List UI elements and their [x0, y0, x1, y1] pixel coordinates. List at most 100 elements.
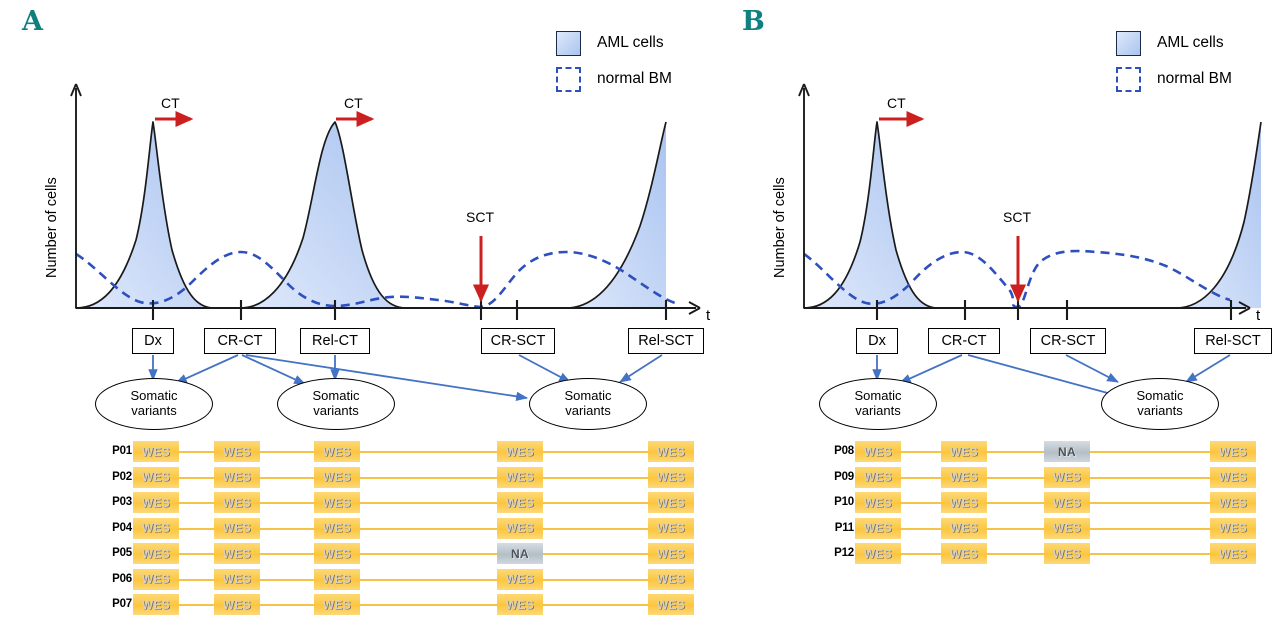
grid-cell-wes[interactable]: WES	[314, 492, 360, 513]
timeline-connector	[901, 476, 941, 479]
grid-cell-wes[interactable]: WES	[855, 441, 901, 462]
grid-cell-wes[interactable]: WES	[648, 441, 694, 462]
timeline-connector	[543, 502, 648, 504]
grid-cell-wes[interactable]: WES	[1210, 492, 1256, 513]
grid-cell-wes[interactable]: WES	[133, 543, 179, 564]
grid-cell-wes[interactable]: WES	[214, 568, 260, 590]
grid-cell-wes[interactable]: WES	[314, 568, 360, 590]
grid-cell-wes[interactable]: WES	[1044, 543, 1090, 564]
grid-cell-wes[interactable]: WES	[497, 517, 543, 539]
grid-cell-wes[interactable]: WES	[214, 466, 260, 488]
grid-cell-wes[interactable]: WES	[648, 594, 694, 615]
grid-cell-wes[interactable]: WES	[941, 492, 987, 513]
grid-cell-wes[interactable]: WES	[941, 466, 987, 488]
timeline-connector	[179, 502, 214, 504]
grid-cell-wes[interactable]: WES	[133, 441, 179, 462]
grid-cell-wes[interactable]: WES	[214, 543, 260, 564]
grid-cell-wes[interactable]: WES	[497, 594, 543, 615]
grid-cell-wes[interactable]: WES	[133, 594, 179, 615]
grid-cell-wes[interactable]: WES	[941, 441, 987, 462]
grid-cell-wes[interactable]: WES	[1210, 441, 1256, 462]
grid-cell-wes[interactable]: WES	[314, 441, 360, 462]
grid-cell-wes[interactable]: WES	[1210, 543, 1256, 564]
panel-b: B AML cells normal BM Number of cells	[730, 0, 1280, 623]
grid-cell-wes[interactable]: WES	[1210, 466, 1256, 488]
grid-cell-wes[interactable]: WES	[648, 517, 694, 539]
grid-cell-wes[interactable]: WES	[214, 441, 260, 462]
grid-cell-wes[interactable]: WES	[648, 543, 694, 564]
variant-node-3-line2: variants	[565, 403, 611, 418]
grid-cell-wes[interactable]: WES	[214, 594, 260, 615]
panel-a-variant-arrows	[148, 354, 663, 401]
grid-cell-wes[interactable]: WES	[133, 517, 179, 539]
timeline-connector	[260, 578, 314, 581]
normal-bm-swatch-icon	[1116, 66, 1141, 92]
legend-item-normal-bm: normal BM	[556, 64, 672, 94]
patient-row-label: P01	[112, 445, 132, 457]
timeline-connector	[543, 604, 648, 606]
timeline-connector	[360, 578, 497, 581]
grid-cell-wes[interactable]: WES	[1044, 517, 1090, 539]
grid-cell-wes[interactable]: WES	[648, 492, 694, 513]
grid-cell-wes[interactable]: WES	[214, 517, 260, 539]
timeline-connector	[901, 527, 941, 530]
patient-row-label: P06	[112, 572, 132, 585]
timepoint-box-cr-ct[interactable]: CR-CT	[204, 328, 276, 354]
variant-node-1-line1: Somatic	[130, 388, 178, 404]
grid-cell-wes[interactable]: WES	[648, 466, 694, 488]
grid-cell-wes[interactable]: WES	[133, 568, 179, 590]
grid-cell-wes[interactable]: WES	[497, 441, 543, 462]
grid-cell-wes[interactable]: WES	[133, 492, 179, 513]
timeline-connector	[987, 553, 1044, 555]
timeline-connector	[987, 476, 1044, 479]
variant-node-1-line2: variants	[131, 403, 177, 418]
grid-cell-wes[interactable]: WES	[855, 517, 901, 539]
patient-row-label: P05	[112, 547, 132, 559]
panel-b-chart	[798, 83, 1262, 320]
grid-cell-wes[interactable]: WES	[1210, 517, 1256, 539]
grid-cell-wes[interactable]: WES	[1044, 466, 1090, 488]
grid-cell-na[interactable]: NA	[497, 543, 543, 564]
grid-cell-wes[interactable]: WES	[314, 594, 360, 615]
timeline-connector	[1090, 476, 1210, 479]
patient-row-label: P07	[112, 598, 132, 610]
grid-cell-wes[interactable]: WES	[314, 466, 360, 488]
timeline-connector	[543, 578, 648, 581]
timepoint-box-cr-sct[interactable]: CR-SCT	[481, 328, 555, 354]
grid-cell-wes[interactable]: WES	[648, 568, 694, 590]
legend-item-aml-cells: AML cells	[556, 28, 672, 58]
variant-node-2: Somatic variants	[1101, 378, 1219, 430]
grid-cell-wes[interactable]: WES	[941, 517, 987, 539]
timeline-connector	[179, 553, 214, 555]
grid-cell-wes[interactable]: WES	[497, 492, 543, 513]
timeline-connector	[1090, 553, 1210, 555]
grid-cell-wes[interactable]: WES	[497, 466, 543, 488]
timeline-connector	[179, 527, 214, 530]
timeline-connector	[260, 451, 314, 453]
grid-cell-na[interactable]: NA	[1044, 441, 1090, 462]
grid-cell-wes[interactable]: WES	[214, 492, 260, 513]
grid-cell-wes[interactable]: WES	[941, 543, 987, 564]
timepoint-box-cr-ct[interactable]: CR-CT	[928, 328, 1000, 354]
timepoint-box-rel-sct[interactable]: Rel-SCT	[628, 328, 704, 354]
timepoint-box-dx[interactable]: Dx	[132, 328, 174, 354]
grid-cell-wes[interactable]: WES	[497, 568, 543, 590]
variant-node-3-line1: Somatic	[564, 388, 612, 404]
normal-bm-curve	[803, 249, 1231, 309]
timepoint-box-dx[interactable]: Dx	[856, 328, 898, 354]
grid-cell-wes[interactable]: WES	[314, 543, 360, 564]
timepoint-box-cr-sct[interactable]: CR-SCT	[1030, 328, 1106, 354]
grid-cell-wes[interactable]: WES	[855, 466, 901, 488]
grid-cell-wes[interactable]: WES	[855, 543, 901, 564]
panel-a-chart	[70, 83, 701, 320]
grid-cell-wes[interactable]: WES	[855, 492, 901, 513]
panel-a-x-axis-label: t	[706, 307, 711, 324]
timeline-connector	[1090, 451, 1210, 453]
grid-cell-wes[interactable]: WES	[133, 466, 179, 488]
panel-a: A AML cells normal BM Number of cells	[22, 8, 711, 615]
timepoint-box-rel-ct[interactable]: Rel-CT	[300, 328, 370, 354]
grid-cell-wes[interactable]: WES	[1044, 492, 1090, 513]
timepoint-box-rel-sct[interactable]: Rel-SCT	[1194, 328, 1272, 354]
timeline-connector	[260, 502, 314, 504]
grid-cell-wes[interactable]: WES	[314, 517, 360, 539]
